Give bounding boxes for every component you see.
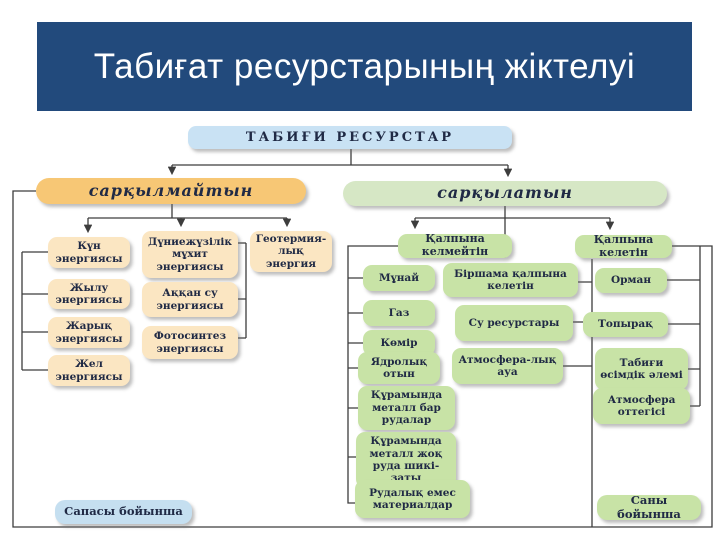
node-gas: Газ	[363, 300, 435, 326]
node-world-ocean-energy: Дүниежүзілік мұхит энергиясы	[142, 231, 238, 278]
node-natural-resources: ТАБИҒИ РЕСУРСТАР	[188, 126, 512, 149]
node-atmospheric-oxygen: Атмосфера оттегісі	[593, 388, 690, 424]
node-atmospheric-air: Атмосфера-лық ауа	[452, 348, 563, 384]
label-by-quality: Сапасы бойынша	[55, 500, 192, 524]
node-exhaustible: сарқылатын	[343, 181, 667, 206]
node-oil: Мұнай	[363, 265, 435, 291]
node-photosynthesis-energy: Фотосинтез энергиясы	[142, 326, 238, 359]
node-geothermal-energy: Геотермия-лық энергия	[250, 231, 332, 272]
node-nuclear-fuel: Ядролық отын	[358, 352, 440, 384]
node-non-renewable: Қалпына келмейтін	[398, 232, 512, 258]
node-flowing-water-energy: Аққан су энергиясы	[142, 282, 238, 317]
node-partially-renewable: Біршама қалпына келетін	[443, 263, 578, 297]
node-wind-energy: Жел энергиясы	[48, 355, 130, 386]
node-light-energy: Жарық энергиясы	[48, 317, 130, 348]
node-natural-plant-world: Табиғи өсімдік әлемі	[595, 348, 688, 390]
node-soil: Топырақ	[583, 312, 668, 337]
slide-title: Табиғат ресурстарының жіктелуі	[37, 22, 692, 111]
node-non-ore-materials: Рудалық емес материалдар	[355, 480, 470, 518]
node-inexhaustible: сарқылмайтын	[36, 178, 306, 204]
label-by-quantity: Саны бойынша	[597, 493, 701, 520]
node-heat-energy: Жылу энергиясы	[48, 279, 130, 309]
node-sun-energy: Күн энергиясы	[48, 237, 130, 268]
node-renewable: Қалпына келетін	[575, 233, 672, 258]
node-metal-ores: Құрамында металл бар рудалар	[358, 386, 455, 430]
node-water-resources: Су ресурстары	[455, 305, 573, 341]
node-forest: Орман	[595, 268, 667, 293]
